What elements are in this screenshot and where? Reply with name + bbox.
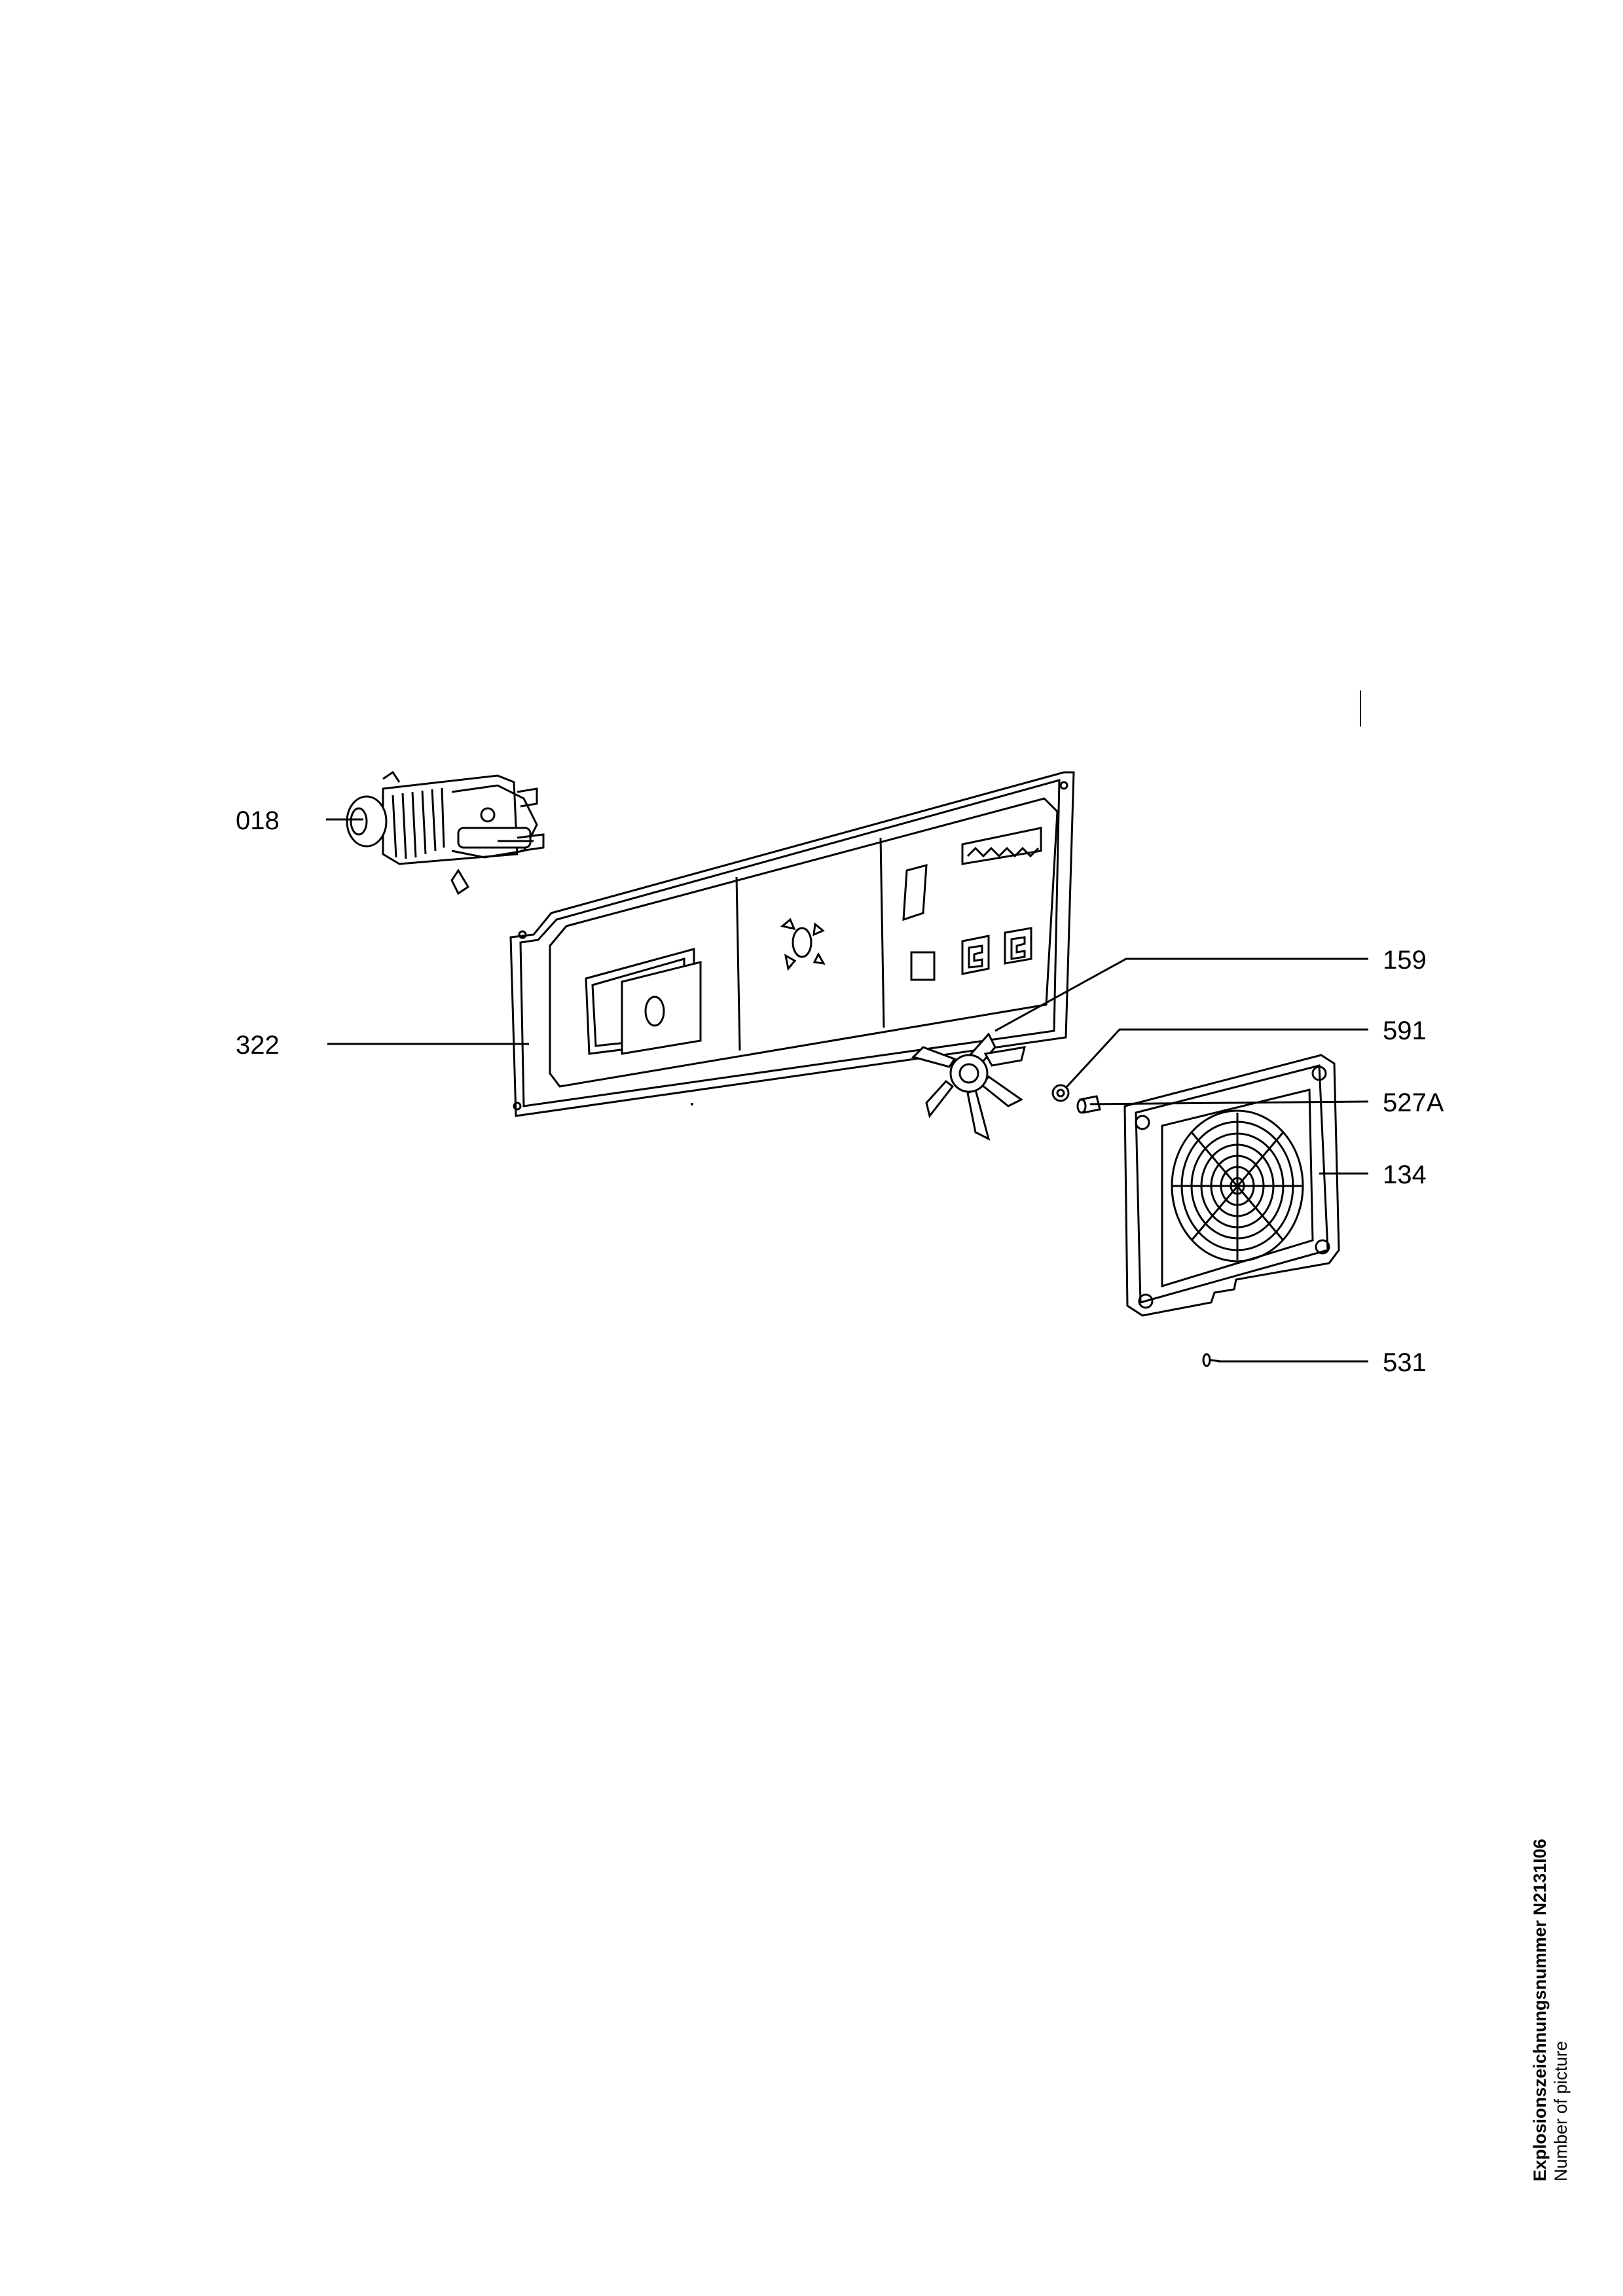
label-322: 322 — [236, 1031, 280, 1060]
leader-lines — [326, 818, 1369, 1363]
picture-number-title: Explosionszeichnungsnummer N2131I06 — [1530, 1839, 1550, 2181]
label-527A: 527A — [1383, 1088, 1444, 1117]
stray-dot — [691, 1103, 693, 1105]
part-159-fan-impeller — [911, 1032, 1027, 1141]
leader-591 — [1065, 1028, 1368, 1089]
part-018-fan-motor — [346, 770, 545, 895]
part-527A-nut — [1076, 1095, 1101, 1114]
part-134-fan-cover — [1123, 1054, 1340, 1317]
leader-527A — [1089, 1100, 1369, 1105]
label-591: 591 — [1383, 1016, 1427, 1045]
label-134: 134 — [1383, 1160, 1427, 1189]
label-159: 159 — [1383, 946, 1427, 975]
label-531: 531 — [1383, 1348, 1427, 1377]
part-591-washer — [1051, 1084, 1070, 1102]
leader-159 — [994, 958, 1368, 1032]
label-018: 018 — [236, 806, 280, 835]
part-322-rear-panel — [509, 771, 1075, 1117]
picture-number-caption: Number of picture — [1551, 2041, 1571, 2181]
part-531-screw — [1202, 1353, 1222, 1367]
